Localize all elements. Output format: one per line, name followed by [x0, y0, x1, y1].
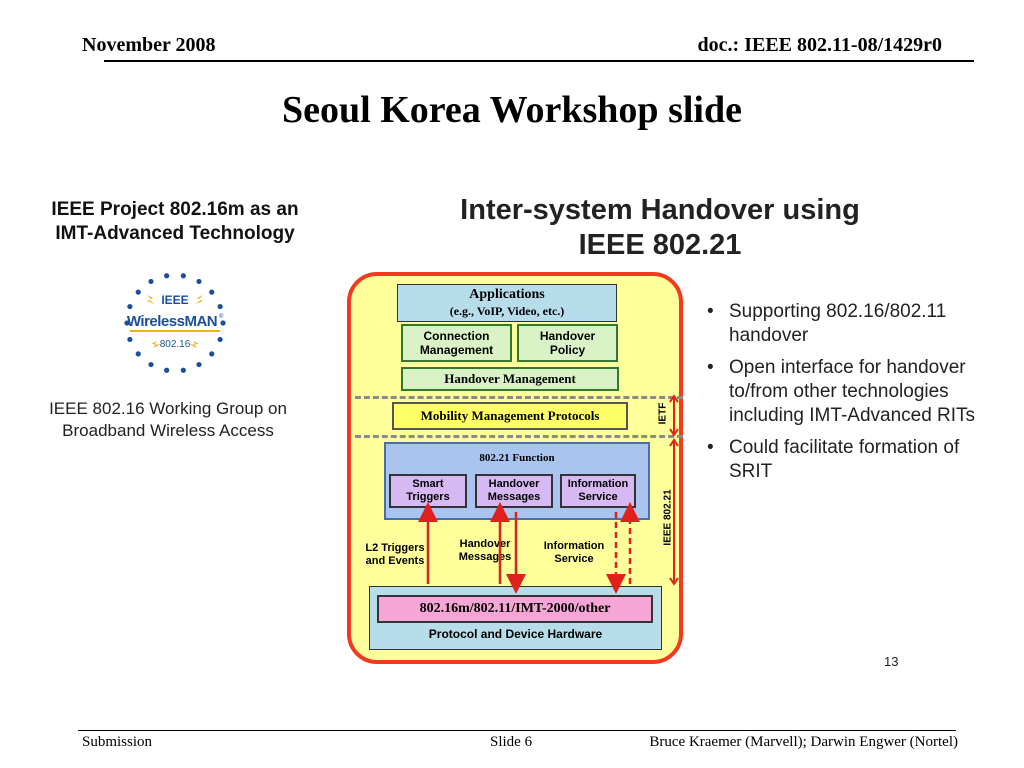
- logo-dot: [127, 336, 133, 343]
- handover-management-box: Handover Management: [401, 367, 619, 391]
- logo-main-text: WirelessMAN: [127, 313, 217, 330]
- l2-triggers-line1: L2 Triggers: [365, 542, 425, 554]
- function-802-21-label: 802.21 Function: [479, 452, 555, 464]
- handover-policy-box: Handover Policy: [517, 324, 618, 362]
- lightning-icon: [147, 295, 155, 304]
- lower-handover-messages-label: Handover Messages: [450, 538, 520, 564]
- connection-management-box: Connection Management: [401, 324, 512, 362]
- logo-dot: [164, 367, 170, 373]
- logo-registered-mark: ®: [219, 313, 224, 320]
- logo-dot: [196, 361, 202, 368]
- wirelessman-logo: IEEE WirelessMAN ® 802.16: [120, 268, 230, 378]
- logo-dot: [148, 278, 154, 285]
- ietf-label: IETF: [657, 402, 669, 425]
- layer-divider: [355, 396, 683, 399]
- diagram-title-line2: IEEE 802.21: [578, 229, 742, 261]
- project-heading-line1: IEEE Project 802.16m as an: [51, 199, 299, 220]
- ieee-80221-label: IEEE 802.21: [662, 489, 674, 546]
- logo-dot: [124, 320, 130, 326]
- logo-dot: [135, 351, 141, 357]
- lightning-icon: [189, 341, 199, 348]
- applications-examples: (e.g., VoIP, Video, etc.): [449, 304, 565, 318]
- connection-management-line1: Connection: [423, 329, 490, 343]
- logo-dot: [220, 320, 226, 326]
- lower-handover-line2: Messages: [458, 551, 512, 563]
- applications-label: Applications: [469, 287, 545, 302]
- footer-authors: Bruce Kraemer (Marvell); Darwin Engwer (…: [649, 734, 958, 750]
- standards-box: 802.16m/802.11/IMT-2000/other: [377, 595, 653, 623]
- logo-dot: [135, 289, 141, 295]
- diagram-title: Inter-system Handover using IEEE 802.21: [390, 193, 930, 263]
- working-group-line1: IEEE 802.16 Working Group on: [49, 399, 287, 418]
- wirelessman-logo-graphic: IEEE WirelessMAN ® 802.16: [124, 273, 226, 373]
- information-service-box: Information Service: [560, 474, 636, 508]
- handover-policy-line2: Policy: [549, 343, 586, 357]
- working-group-name: IEEE 802.16 Working Group on Broadband W…: [18, 398, 318, 442]
- l2-triggers-label: L2 Triggers and Events: [360, 542, 430, 568]
- slide-title: Seoul Korea Workshop slide: [282, 89, 742, 131]
- smart-triggers-line2: Triggers: [406, 491, 450, 503]
- header-doc-id: doc.: IEEE 802.11-08/1429r0: [697, 34, 942, 56]
- header-date: November 2008: [82, 34, 216, 56]
- information-service-line2: Service: [578, 491, 618, 503]
- applications-box: Applications (e.g., VoIP, Video, etc.): [397, 284, 617, 322]
- logo-dot: [196, 278, 202, 285]
- hardware-label: Protocol and Device Hardware: [428, 627, 603, 641]
- logo-dot: [127, 303, 133, 310]
- footer-rule: [78, 730, 956, 731]
- handover-messages-line2: Messages: [487, 491, 541, 503]
- bullet-item: Supporting 802.16/802.11 handover: [705, 300, 1005, 348]
- smart-triggers-box: Smart Triggers: [389, 474, 467, 508]
- mobility-management-protocols-box: Mobility Management Protocols: [392, 402, 628, 430]
- logo-bottom-text: 802.16: [160, 339, 191, 350]
- bullet-item: Open interface for handover to/from othe…: [705, 356, 1005, 428]
- logo-dot: [164, 273, 170, 279]
- bullet-item: Could facilitate formation of SRIT: [705, 436, 1005, 484]
- working-group-line2: Broadband Wireless Access: [62, 421, 274, 440]
- footer-submission: Submission: [82, 734, 153, 750]
- logo-dot: [180, 367, 186, 373]
- lower-info-line2: Service: [554, 553, 594, 565]
- lower-info-line1: Information: [543, 540, 605, 552]
- bullet-list: Supporting 802.16/802.11 handover Open i…: [705, 300, 1005, 492]
- handover-policy-line1: Handover: [539, 329, 596, 343]
- handover-messages-box: Handover Messages: [475, 474, 553, 508]
- logo-dot: [180, 273, 186, 279]
- project-heading-line2: IMT-Advanced Technology: [55, 223, 295, 244]
- handover-messages-line1: Handover: [488, 478, 540, 490]
- information-service-line1: Information: [567, 478, 629, 490]
- footer-slide-number: Slide 6: [490, 734, 533, 750]
- lightning-icon: [151, 341, 161, 348]
- lower-information-service-label: Information Service: [536, 540, 612, 566]
- logo-underline: [130, 330, 220, 332]
- header-rule: [104, 60, 974, 62]
- connection-management-line2: Management: [419, 343, 494, 357]
- project-heading: IEEE Project 802.16m as an IMT-Advanced …: [20, 198, 330, 246]
- embedded-slide-number: 13: [884, 654, 899, 669]
- diagram-title-line1: Inter-system Handover using: [460, 194, 860, 226]
- layer-divider: [355, 435, 683, 438]
- logo-dot: [209, 289, 215, 295]
- logo-dot: [217, 303, 223, 310]
- logo-dot: [209, 351, 215, 357]
- l2-triggers-line2: and Events: [365, 555, 425, 567]
- smart-triggers-line1: Smart: [412, 478, 444, 490]
- protocol-hardware-box: 802.16m/802.11/IMT-2000/other Protocol a…: [369, 586, 662, 650]
- logo-top-text: IEEE: [161, 293, 188, 307]
- logo-dot: [217, 336, 223, 343]
- lower-handover-line1: Handover: [459, 538, 511, 550]
- logo-dot: [148, 361, 154, 368]
- lightning-icon: [195, 295, 203, 304]
